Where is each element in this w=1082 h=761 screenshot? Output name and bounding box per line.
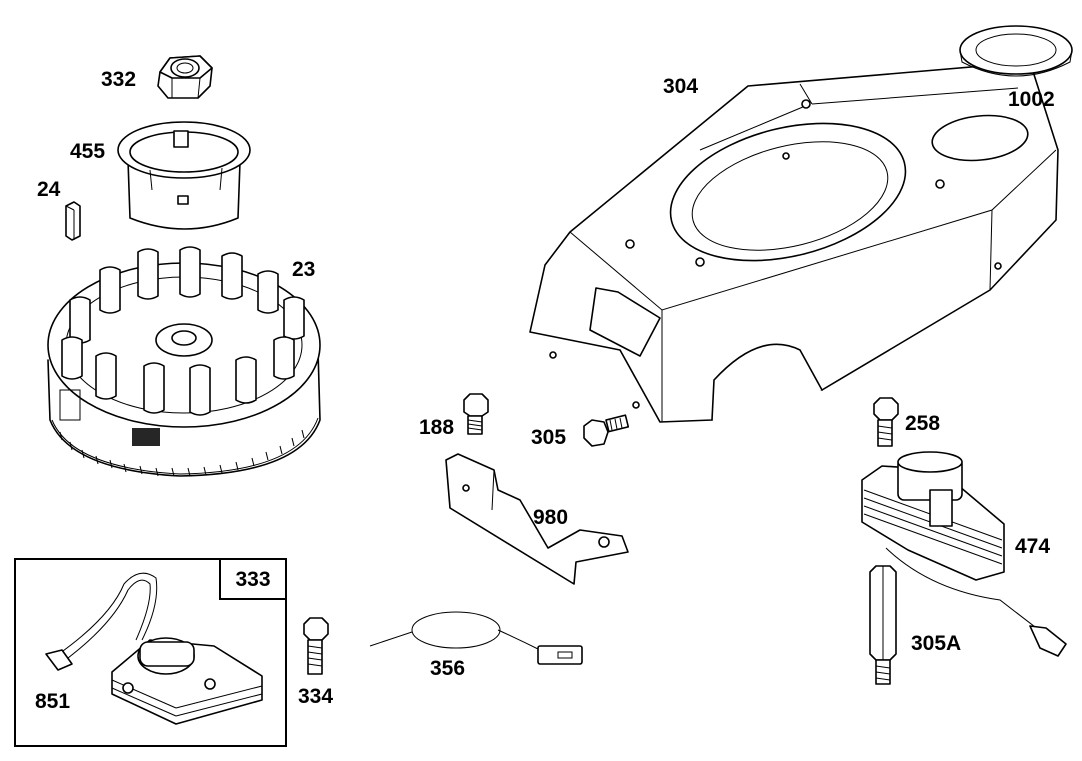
- part-980-bracket-drawing: [445, 453, 629, 585]
- part-474-armature-drawing: [861, 451, 1067, 657]
- part-label-305: 305: [531, 426, 567, 449]
- part-label-333: 333: [235, 568, 271, 591]
- part-304-blower-housing-drawing: [529, 61, 1059, 423]
- assembly-tag-333: 333: [219, 558, 287, 600]
- part-188-screw-drawing: [463, 393, 489, 435]
- part-356-wire-drawing: [369, 611, 583, 665]
- part-label-851: 851: [35, 690, 71, 713]
- part-305A-spacer-drawing: [869, 565, 897, 685]
- part-label-305A: 305A: [911, 632, 962, 655]
- part-1002-grommet-drawing: [959, 25, 1073, 77]
- part-label-474: 474: [1015, 535, 1051, 558]
- part-label-304: 304: [663, 75, 699, 98]
- part-label-258: 258: [905, 412, 941, 435]
- part-label-334: 334: [298, 685, 334, 708]
- part-label-23: 23: [292, 258, 316, 281]
- part-455-starter-cup-drawing: [117, 121, 251, 230]
- part-label-332: 332: [101, 68, 137, 91]
- part-label-188: 188: [419, 416, 455, 439]
- part-851-armature-assembly-drawing: [45, 572, 263, 725]
- part-258-screw-drawing: [873, 397, 899, 447]
- part-label-1002: 1002: [1008, 88, 1055, 111]
- part-label-24: 24: [37, 178, 61, 201]
- assembly-box-333: 333: [14, 558, 287, 747]
- part-332-nut-drawing: [157, 55, 213, 99]
- part-label-356: 356: [430, 657, 466, 680]
- part-305-screw-drawing: [583, 414, 630, 447]
- part-label-455: 455: [70, 140, 106, 163]
- part-334-screw-drawing: [303, 617, 329, 675]
- part-23-flywheel-drawing: [47, 246, 321, 477]
- part-24-key-drawing: [65, 201, 81, 241]
- part-label-980: 980: [533, 506, 569, 529]
